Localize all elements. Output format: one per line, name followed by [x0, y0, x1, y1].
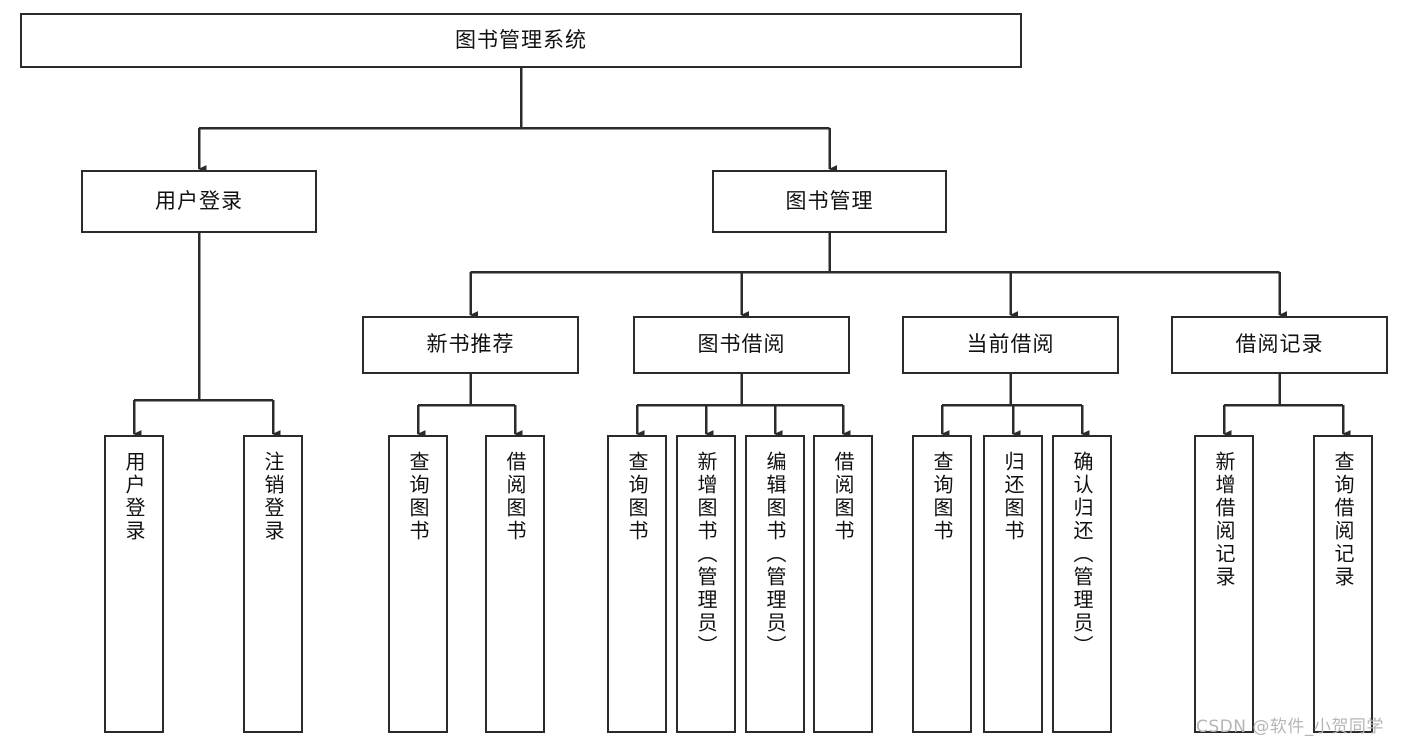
node-leaf-cur-return[interactable]: 归还图书 [983, 435, 1043, 733]
node-label: 新增借阅记录 [1212, 451, 1236, 589]
node-leaf-book-add[interactable]: 新增图书（管理员） [676, 435, 736, 733]
node-leaf-book-borrow[interactable]: 借阅图书 [813, 435, 873, 733]
node-label: 图书借阅 [697, 332, 786, 357]
node-root[interactable]: 图书管理系统 [20, 13, 1022, 68]
node-label: 图书管理 [785, 188, 874, 213]
node-borrow-record[interactable]: 借阅记录 [1171, 316, 1388, 374]
node-leaf-cur-confirm[interactable]: 确认归还（管理员） [1052, 435, 1112, 733]
node-new-book-rec[interactable]: 新书推荐 [362, 316, 579, 374]
node-label: 用户登录 [155, 188, 243, 213]
node-leaf-rec-search[interactable]: 查询借阅记录 [1313, 435, 1373, 733]
node-current-borrow[interactable]: 当前借阅 [902, 316, 1119, 374]
node-label: 新增图书（管理员） [694, 451, 718, 658]
edges [132, 68, 1351, 438]
node-book-borrow[interactable]: 图书借阅 [633, 316, 850, 374]
node-label: 注销登录 [261, 451, 285, 543]
node-label: 借阅图书 [831, 451, 855, 543]
node-leaf-user-login[interactable]: 用户登录 [104, 435, 164, 733]
node-label: 查询图书 [625, 451, 649, 543]
node-label: 查询图书 [406, 451, 430, 543]
node-label: 新书推荐 [426, 332, 515, 357]
node-label: 确认归还（管理员） [1070, 451, 1094, 658]
node-leaf-rec-add[interactable]: 新增借阅记录 [1194, 435, 1254, 733]
node-leaf-cur-query[interactable]: 查询图书 [912, 435, 972, 733]
node-leaf-borrow-query[interactable]: 查询图书 [607, 435, 667, 733]
node-leaf-user-logout[interactable]: 注销登录 [243, 435, 303, 733]
node-label: 编辑图书（管理员） [763, 451, 787, 658]
node-label: 借阅图书 [503, 451, 527, 543]
node-label: 查询图书 [930, 451, 954, 543]
node-leaf-rec-borrow[interactable]: 借阅图书 [485, 435, 545, 733]
node-label: 归还图书 [1001, 451, 1025, 543]
node-label: 用户登录 [122, 451, 146, 543]
node-user-login[interactable]: 用户登录 [81, 170, 317, 233]
node-book-mgmt[interactable]: 图书管理 [712, 170, 947, 233]
node-label: 借阅记录 [1235, 332, 1324, 357]
node-label: 图书管理系统 [455, 27, 587, 52]
node-leaf-book-edit[interactable]: 编辑图书（管理员） [745, 435, 805, 733]
node-label: 查询借阅记录 [1331, 451, 1355, 589]
watermark: CSDN @软件_小贺同学 [1196, 717, 1384, 737]
node-leaf-rec-query[interactable]: 查询图书 [388, 435, 448, 733]
node-label: 当前借阅 [966, 332, 1055, 357]
